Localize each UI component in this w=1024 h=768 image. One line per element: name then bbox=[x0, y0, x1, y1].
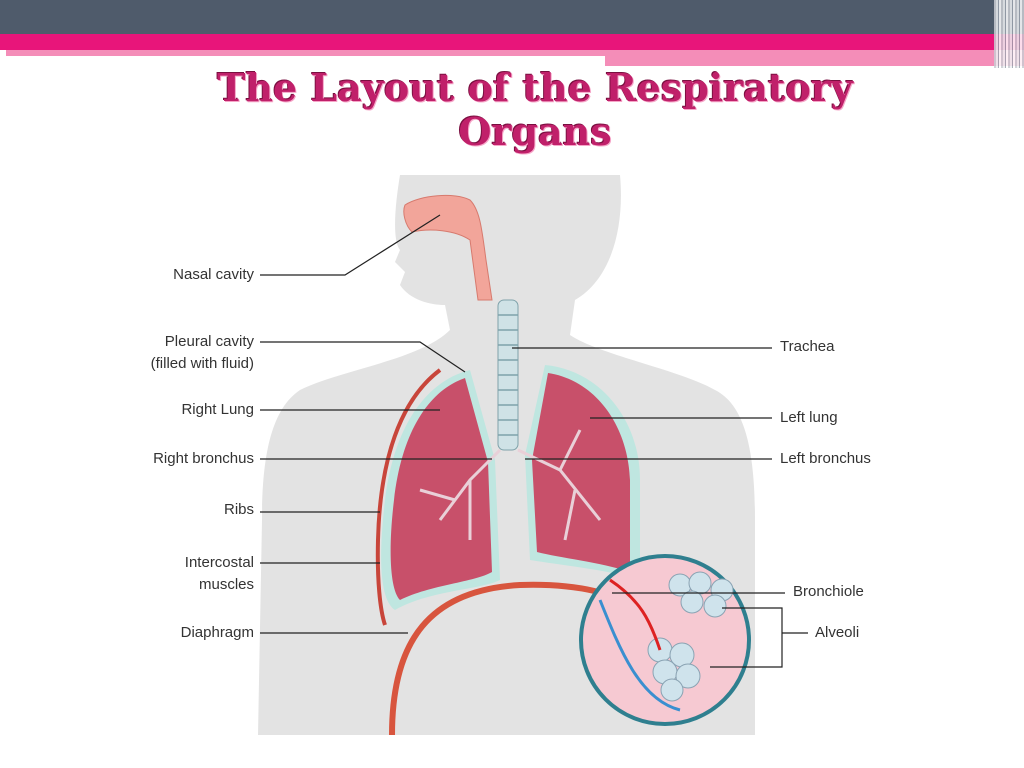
nasal-cavity-shape bbox=[403, 195, 493, 301]
label-right-lung: Right Lung bbox=[181, 401, 254, 418]
header-white-line bbox=[6, 56, 351, 59]
label-alveoli: Alveoli bbox=[815, 624, 860, 641]
right-lung-shape bbox=[390, 378, 492, 600]
header-light-bar-2 bbox=[605, 56, 1024, 66]
slide-title: The Layout of the Respiratory Organs bbox=[217, 65, 853, 154]
header-stripes bbox=[994, 0, 1024, 68]
header-light-bar bbox=[6, 50, 1024, 56]
label-left-lung: Left lung bbox=[780, 409, 838, 426]
label-intercostal: Intercostal bbox=[184, 554, 254, 571]
label-trachea: Trachea bbox=[780, 338, 835, 355]
label-nasal-cavity: Nasal cavity bbox=[173, 266, 254, 283]
label-pleural-note: (filled with fluid) bbox=[150, 355, 254, 372]
left-lung-shape bbox=[532, 373, 630, 572]
label-diaphragm: Diaphragm bbox=[180, 624, 254, 641]
header-bar bbox=[0, 0, 1024, 34]
label-pleural-cavity: Pleural cavity bbox=[164, 333, 254, 350]
label-right-bronchus: Right bronchus bbox=[153, 450, 254, 467]
label-left-bronchus: Left bronchus bbox=[780, 450, 871, 467]
ribs-shape bbox=[375, 368, 442, 626]
header-accent-bar bbox=[0, 34, 1024, 50]
label-bronchiole: Bronchiole bbox=[793, 583, 864, 600]
label-muscles: muscles bbox=[198, 576, 254, 593]
label-ribs: Ribs bbox=[223, 501, 254, 518]
